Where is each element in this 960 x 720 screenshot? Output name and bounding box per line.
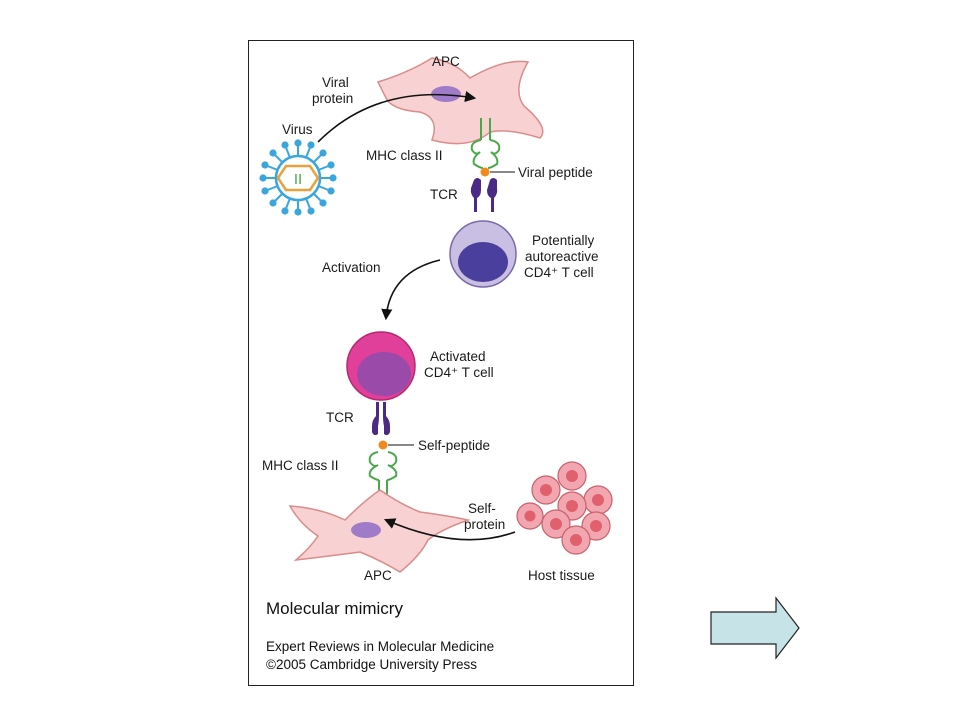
label-apc-bottom: APC bbox=[364, 568, 392, 583]
label-mhc-bottom: MHC class II bbox=[262, 458, 339, 473]
label-potentially-3: CD4⁺ T cell bbox=[524, 265, 594, 280]
label-potentially-2: autoreactive bbox=[525, 249, 599, 264]
self-protein-arrow bbox=[383, 518, 516, 541]
host-tissue-cells bbox=[516, 461, 613, 555]
label-viral-protein-1: Viral bbox=[322, 75, 349, 90]
label-viral-protein-2: protein bbox=[312, 91, 353, 106]
viral-peptide-dot bbox=[480, 167, 490, 177]
activation-arrow bbox=[381, 259, 441, 321]
apc-top-nucleus bbox=[431, 86, 461, 102]
label-apc-top: APC bbox=[432, 54, 460, 69]
label-self-peptide: Self-peptide bbox=[418, 438, 490, 453]
caption-copyright: ©2005 Cambridge University Press bbox=[266, 657, 478, 672]
mhc-top-molecule bbox=[470, 118, 501, 169]
label-activated-1: Activated bbox=[430, 349, 486, 364]
activated-t-cell-nucleus bbox=[357, 352, 411, 396]
apc-bottom-nucleus bbox=[351, 522, 381, 538]
label-virus: Virus bbox=[282, 122, 313, 137]
tcr-bottom-receptor bbox=[372, 402, 390, 436]
tcr-top-receptor bbox=[470, 178, 498, 212]
label-self-protein-1: Self- bbox=[468, 501, 496, 516]
self-peptide-dot bbox=[378, 440, 388, 450]
label-tcr-top: TCR bbox=[430, 187, 458, 202]
label-viral-peptide: Viral peptide bbox=[518, 165, 593, 180]
apc-bottom-cell bbox=[288, 489, 471, 573]
label-activation: Activation bbox=[322, 260, 381, 275]
label-mhc-top: MHC class II bbox=[366, 148, 443, 163]
label-potentially-1: Potentially bbox=[532, 233, 595, 248]
virus-particle: II bbox=[259, 139, 337, 216]
next-arrow-icon[interactable] bbox=[708, 596, 804, 660]
caption-title: Molecular mimicry bbox=[266, 599, 403, 618]
label-activated-2: CD4⁺ T cell bbox=[424, 365, 494, 380]
t-cell-nucleus bbox=[458, 242, 508, 282]
label-host-tissue: Host tissue bbox=[528, 568, 595, 583]
label-tcr-bottom: TCR bbox=[326, 410, 354, 425]
label-self-protein-2: protein bbox=[464, 517, 505, 532]
viral-protein-arrow bbox=[317, 91, 477, 143]
activated-t-cell bbox=[346, 331, 416, 401]
caption-source: Expert Reviews in Molecular Medicine bbox=[266, 639, 495, 654]
potential-t-cell bbox=[449, 220, 517, 288]
virus-genome-glyph: II bbox=[294, 171, 302, 188]
apc-top-cell bbox=[376, 57, 544, 145]
